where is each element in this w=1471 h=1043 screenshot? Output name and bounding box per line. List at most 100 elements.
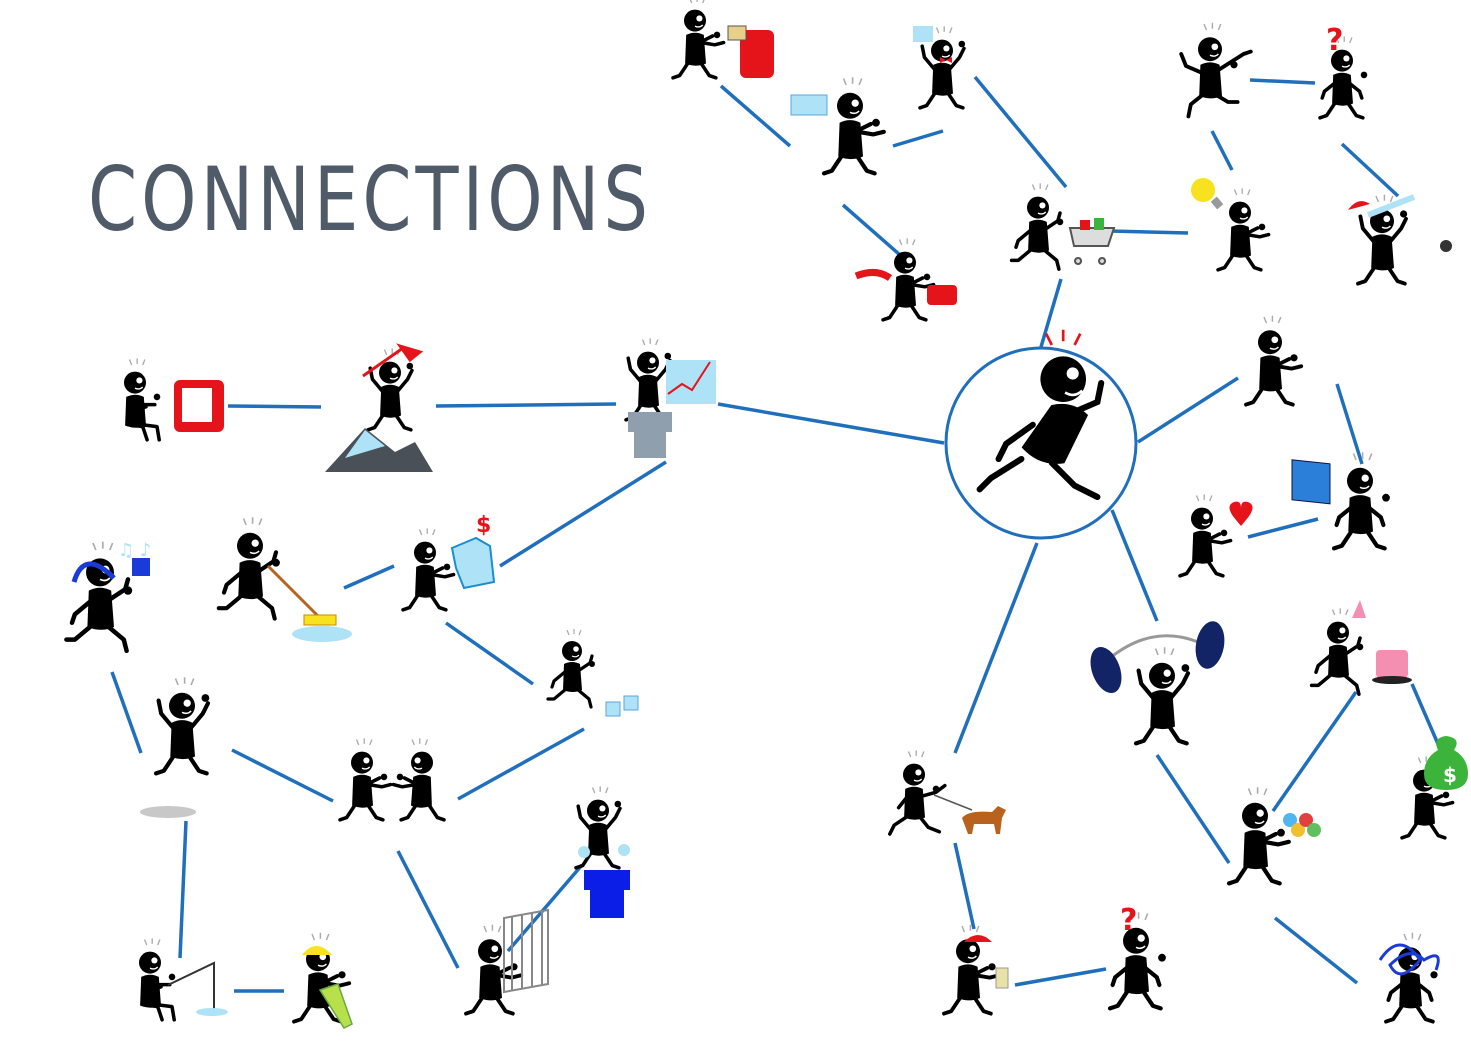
music-player-icon	[132, 558, 150, 576]
dollar-icon: $	[476, 513, 491, 538]
connection-line	[1249, 78, 1316, 85]
legs	[881, 302, 928, 322]
arms	[1179, 49, 1253, 76]
mop-head-icon	[303, 614, 337, 626]
legs	[401, 592, 448, 612]
presenter-figure	[624, 338, 672, 422]
legs	[888, 814, 942, 836]
torso	[1399, 972, 1422, 1009]
legs	[153, 753, 209, 776]
top-hat-icon	[913, 26, 933, 42]
legs	[1133, 723, 1189, 746]
torso	[1124, 955, 1149, 995]
podium-icon	[628, 412, 672, 458]
trophy-icon	[578, 846, 590, 858]
shopping-cart-icon	[1068, 227, 1116, 265]
connection-line	[1109, 229, 1189, 235]
arms	[1193, 532, 1233, 545]
legs	[1216, 252, 1263, 272]
page-title: CONNECTIONS	[88, 148, 653, 251]
hub-runner-figure	[976, 329, 1105, 501]
legs	[671, 60, 718, 80]
ice-hole-icon	[196, 1008, 228, 1016]
torso	[563, 662, 582, 692]
jackhammer-icon	[318, 983, 353, 1029]
head	[169, 692, 195, 719]
tv-watcher-figure	[124, 358, 161, 442]
hard-hat-icon	[302, 946, 332, 955]
connection-line	[717, 402, 945, 445]
head	[956, 939, 980, 964]
connection-line	[1039, 278, 1063, 348]
winner-figure	[574, 786, 622, 870]
connection-line	[1014, 967, 1107, 987]
torso	[1328, 644, 1349, 678]
connection-line	[396, 850, 460, 969]
connection-line	[1273, 916, 1359, 985]
party-person-figure	[1309, 608, 1364, 696]
reader-figure	[1244, 315, 1304, 407]
idea-person-figure	[1216, 188, 1271, 272]
sweeper-figure	[216, 517, 280, 621]
pointer-figure	[1179, 22, 1253, 119]
head	[637, 351, 659, 374]
torso	[1021, 403, 1089, 464]
connection-line	[953, 542, 1039, 754]
limbs	[976, 379, 1105, 501]
bow-tie-icon	[940, 57, 952, 63]
mailbox-icon	[740, 30, 774, 78]
heart-icon	[1229, 501, 1253, 526]
head	[1040, 356, 1086, 402]
question-person-figure-bottom	[1107, 912, 1166, 1011]
connection-line	[1335, 383, 1364, 465]
torso	[87, 587, 114, 630]
head	[1242, 802, 1268, 829]
tophat-person-figure	[918, 26, 966, 110]
arms	[1231, 226, 1271, 239]
money-bag-icon	[1424, 736, 1468, 790]
book-icon	[1291, 459, 1331, 505]
head	[478, 939, 502, 964]
head	[903, 763, 925, 786]
connection-line	[1340, 142, 1400, 198]
shadow-icon	[140, 806, 196, 818]
arms	[896, 783, 947, 810]
head	[1149, 662, 1175, 689]
legs	[821, 153, 877, 176]
arms	[1386, 981, 1434, 1002]
head	[1198, 37, 1222, 62]
connection-line	[231, 748, 334, 803]
dice-icon	[623, 695, 639, 711]
legs	[1009, 247, 1061, 271]
party-hat-icon	[1352, 600, 1366, 618]
cap-icon	[964, 935, 992, 942]
torso	[1332, 72, 1353, 106]
cage-icon	[503, 908, 549, 994]
legs	[942, 994, 993, 1016]
legs	[1186, 92, 1240, 119]
bouquet-flower-icon	[1307, 823, 1321, 837]
arms	[141, 982, 172, 991]
connection-line	[499, 460, 667, 568]
light-bulb-icon	[1191, 178, 1215, 202]
legs	[1107, 988, 1163, 1011]
connection-line	[506, 863, 584, 953]
arms	[1415, 794, 1455, 807]
shopper-figure	[1009, 183, 1064, 271]
legs	[1356, 264, 1407, 286]
fisher-figure	[139, 938, 176, 1022]
legs	[366, 412, 413, 432]
connection-line	[1155, 754, 1231, 864]
flag-icon	[362, 343, 424, 378]
mountain-icon	[325, 428, 433, 472]
cap-icon	[1348, 201, 1370, 210]
arms	[1260, 357, 1304, 371]
connection-line	[178, 820, 188, 959]
head	[139, 951, 161, 974]
envelope-icon	[790, 94, 828, 116]
arms	[1136, 668, 1191, 702]
connection-line	[1247, 517, 1319, 539]
connection-line	[719, 84, 792, 148]
head	[1347, 467, 1373, 494]
dice-person-figure	[546, 629, 595, 709]
